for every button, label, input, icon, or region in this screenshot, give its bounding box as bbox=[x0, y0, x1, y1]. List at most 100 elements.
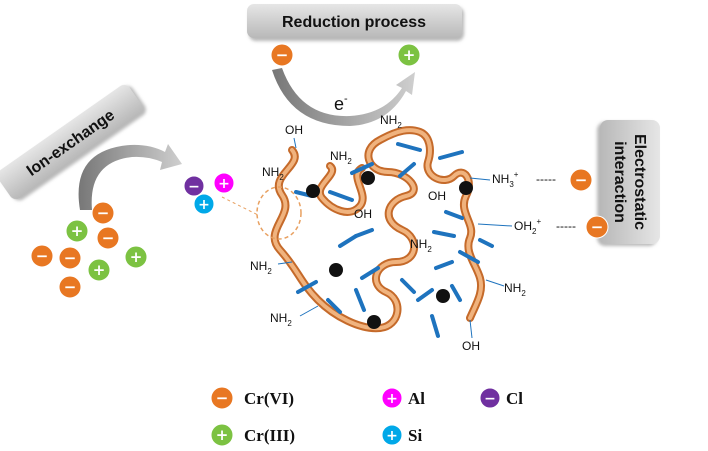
electron-label: e- bbox=[334, 93, 348, 114]
blue-stick bbox=[338, 234, 358, 248]
blue-stick bbox=[350, 162, 374, 175]
nh2-label: NH2 bbox=[504, 281, 526, 298]
svg-text:−: − bbox=[591, 218, 604, 236]
electrostatic-label-line2: interaction bbox=[611, 141, 628, 223]
blue-stick bbox=[438, 150, 464, 160]
blue-sticks-layer bbox=[294, 142, 494, 338]
nh3-plus-label: NH3+ bbox=[492, 170, 519, 189]
svg-text:−: − bbox=[188, 179, 200, 195]
cr6-ion-icon: − bbox=[569, 168, 593, 192]
blue-stick bbox=[430, 314, 440, 338]
legend-cr3-label: Cr(III) bbox=[244, 426, 295, 445]
functional-groups: OH NH2 NH2 NH2 OH OH NH2 NH2 NH2 NH2 OH … bbox=[250, 113, 576, 353]
nh2-label: NH2 bbox=[262, 165, 284, 182]
black-dots-layer bbox=[306, 171, 473, 329]
cr3-ion-icon: + bbox=[65, 219, 89, 243]
blue-stick bbox=[396, 142, 422, 152]
blue-stick bbox=[458, 250, 480, 264]
svg-text:+: + bbox=[71, 222, 84, 240]
svg-text:−: − bbox=[575, 171, 588, 189]
oh-label: OH bbox=[354, 207, 372, 221]
oh-label: OH bbox=[428, 189, 446, 203]
black-dot bbox=[459, 181, 473, 195]
legend-cl-label: Cl bbox=[506, 389, 523, 408]
blue-stick bbox=[450, 284, 462, 302]
svg-text:−: − bbox=[36, 247, 49, 265]
electrostatic-interaction-banner: Electrostatic interaction bbox=[600, 120, 660, 244]
dashed-link: ----- bbox=[536, 172, 556, 186]
dashed-link: ----- bbox=[556, 219, 576, 233]
al-ion-icon: + bbox=[381, 387, 403, 409]
black-dot bbox=[367, 315, 381, 329]
svg-text:−: − bbox=[216, 389, 229, 407]
cr6-ion-icon: − bbox=[30, 244, 54, 268]
blue-stick bbox=[434, 260, 454, 270]
blue-stick bbox=[432, 230, 456, 238]
cr3-ion-icon: + bbox=[87, 258, 111, 282]
black-dot bbox=[329, 263, 343, 277]
ion-exchange-label: Ion-exchange bbox=[24, 107, 118, 180]
blue-stick bbox=[478, 238, 494, 248]
al-ion-icon: + bbox=[213, 172, 235, 194]
svg-text:+: + bbox=[198, 197, 210, 213]
cr6-ion-icon: − bbox=[58, 246, 82, 270]
blue-stick bbox=[444, 210, 464, 220]
cr3-ion-icon: + bbox=[124, 245, 148, 269]
reduction-arrow bbox=[272, 68, 415, 126]
svg-text:+: + bbox=[218, 176, 230, 192]
legend-si-label: Si bbox=[408, 426, 422, 445]
legend-al-label: Al bbox=[408, 389, 425, 408]
legend: Cr(VI) Cr(III) Al Si Cl bbox=[244, 389, 523, 445]
cr6-ion-icon: − bbox=[91, 201, 115, 225]
cr3-ion-icon: + bbox=[397, 43, 421, 67]
cr3-ion-icon: + bbox=[210, 423, 234, 447]
si-ion-icon: + bbox=[193, 193, 215, 215]
cr6-ion-icon: − bbox=[210, 386, 234, 410]
svg-text:−: − bbox=[276, 46, 289, 64]
oh-label: OH bbox=[285, 123, 303, 137]
svg-text:−: − bbox=[97, 204, 110, 222]
black-dot bbox=[306, 184, 320, 198]
svg-text:−: − bbox=[64, 249, 77, 267]
blue-stick bbox=[354, 228, 374, 238]
svg-text:−: − bbox=[102, 229, 115, 247]
ion-exchange-banner: Ion-exchange bbox=[0, 84, 143, 200]
svg-text:+: + bbox=[403, 46, 416, 64]
blue-stick bbox=[326, 298, 342, 314]
svg-text:+: + bbox=[93, 261, 106, 279]
blue-stick bbox=[354, 288, 366, 312]
cr6-ion-icon: − bbox=[58, 275, 82, 299]
adsorption-site-highlight bbox=[221, 186, 302, 240]
nh2-label: NH2 bbox=[410, 237, 432, 254]
svg-text:+: + bbox=[216, 426, 229, 444]
cl-ion-icon: − bbox=[479, 387, 501, 409]
polymer-chain bbox=[270, 126, 485, 333]
nh2-label: NH2 bbox=[380, 113, 402, 130]
nh2-label: NH2 bbox=[270, 311, 292, 328]
oh2-plus-label: OH2+ bbox=[514, 217, 541, 236]
reduction-process-banner: Reduction process bbox=[247, 4, 462, 38]
reduction-process-label: Reduction process bbox=[282, 14, 426, 31]
black-dot bbox=[436, 289, 450, 303]
blue-stick bbox=[328, 190, 354, 202]
cr6-ion-icon: − bbox=[585, 215, 609, 239]
electrostatic-label-line1: Electrostatic bbox=[631, 134, 648, 230]
svg-text:+: + bbox=[130, 248, 143, 266]
svg-text:+: + bbox=[386, 428, 398, 444]
ion-exchange-arrow bbox=[78, 144, 182, 210]
legend-cr6-label: Cr(VI) bbox=[244, 389, 294, 408]
cr6-ion-icon: − bbox=[96, 226, 120, 250]
nh2-label: NH2 bbox=[330, 149, 352, 166]
blue-stick bbox=[360, 266, 380, 280]
blue-stick bbox=[398, 162, 416, 178]
black-dot bbox=[361, 171, 375, 185]
blue-stick bbox=[296, 280, 318, 294]
si-ion-icon: + bbox=[381, 424, 403, 446]
cl-ion-icon: − bbox=[183, 175, 205, 197]
cr6-ion-icon: − bbox=[270, 43, 294, 67]
blue-stick bbox=[400, 278, 416, 294]
svg-text:−: − bbox=[484, 391, 496, 407]
nh2-label: NH2 bbox=[250, 259, 272, 276]
